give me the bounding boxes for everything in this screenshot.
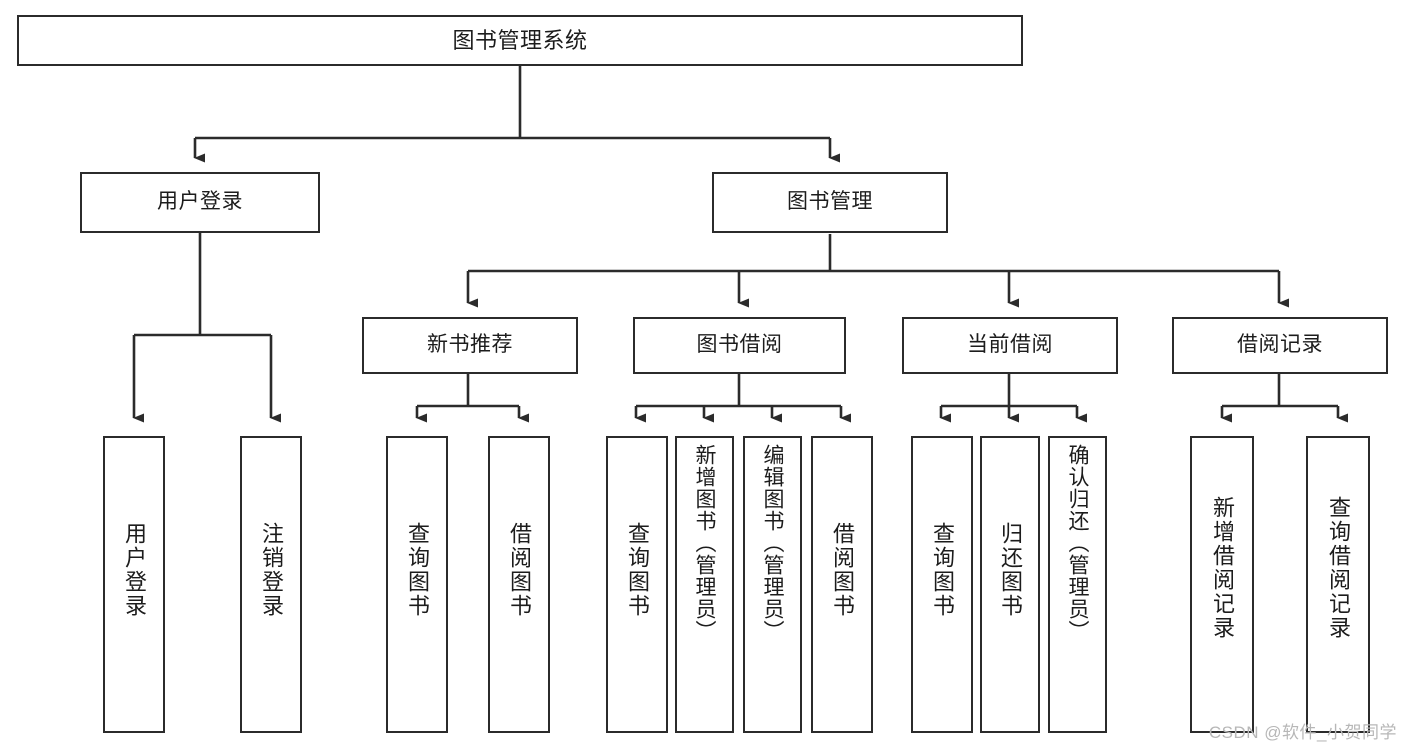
- node-label: 新书推荐: [427, 333, 513, 357]
- leaf-add-book-admin[interactable]: 新增图书（管理员）: [675, 436, 734, 733]
- leaf-query-book-borrow[interactable]: 查询图书: [606, 436, 668, 733]
- leaf-borrow-book-recommend[interactable]: 借阅图书: [488, 436, 550, 733]
- node-label: 借阅记录: [1237, 333, 1323, 357]
- leaf-add-borrow-record[interactable]: 新增借阅记录: [1190, 436, 1254, 733]
- node-label: 查询借阅记录: [1326, 496, 1351, 640]
- node-label: 注销登录: [259, 522, 284, 618]
- leaf-query-borrow-record[interactable]: 查询借阅记录: [1306, 436, 1370, 733]
- leaf-confirm-return-admin[interactable]: 确认归还（管理员）: [1048, 436, 1107, 733]
- node-root-system[interactable]: 图书管理系统: [17, 15, 1023, 66]
- node-label: 查询图书: [625, 522, 650, 618]
- node-label: 借阅图书: [830, 522, 855, 618]
- node-label: 新增图书（管理员）: [693, 444, 716, 642]
- node-label: 归还图书: [998, 522, 1023, 618]
- leaf-borrow-book[interactable]: 借阅图书: [811, 436, 873, 733]
- node-user-login[interactable]: 用户登录: [80, 172, 320, 233]
- node-label: 用户登录: [157, 190, 243, 214]
- node-current-borrow[interactable]: 当前借阅: [902, 317, 1118, 374]
- node-book-borrow[interactable]: 图书借阅: [633, 317, 846, 374]
- node-label: 查询图书: [930, 522, 955, 618]
- node-label: 图书管理: [787, 190, 873, 214]
- node-label: 图书管理系统: [452, 27, 588, 53]
- leaf-return-book[interactable]: 归还图书: [980, 436, 1040, 733]
- leaf-query-book-recommend[interactable]: 查询图书: [386, 436, 448, 733]
- node-label: 图书借阅: [696, 333, 783, 357]
- node-label: 编辑图书（管理员）: [761, 444, 784, 642]
- node-new-book-recommend[interactable]: 新书推荐: [362, 317, 578, 374]
- node-label: 查询图书: [405, 522, 430, 618]
- watermark-text: CSDN @软件_小贺同学: [1208, 723, 1397, 742]
- node-label: 新增借阅记录: [1210, 496, 1235, 640]
- leaf-user-login[interactable]: 用户登录: [103, 436, 165, 733]
- node-label: 当前借阅: [967, 333, 1053, 357]
- node-borrow-record[interactable]: 借阅记录: [1172, 317, 1388, 374]
- leaf-edit-book-admin[interactable]: 编辑图书（管理员）: [743, 436, 802, 733]
- leaf-query-book-current[interactable]: 查询图书: [911, 436, 973, 733]
- node-book-management[interactable]: 图书管理: [712, 172, 948, 233]
- node-label: 借阅图书: [507, 522, 532, 618]
- node-label: 用户登录: [122, 522, 147, 618]
- leaf-logout[interactable]: 注销登录: [240, 436, 302, 733]
- node-label: 确认归还（管理员）: [1066, 444, 1089, 642]
